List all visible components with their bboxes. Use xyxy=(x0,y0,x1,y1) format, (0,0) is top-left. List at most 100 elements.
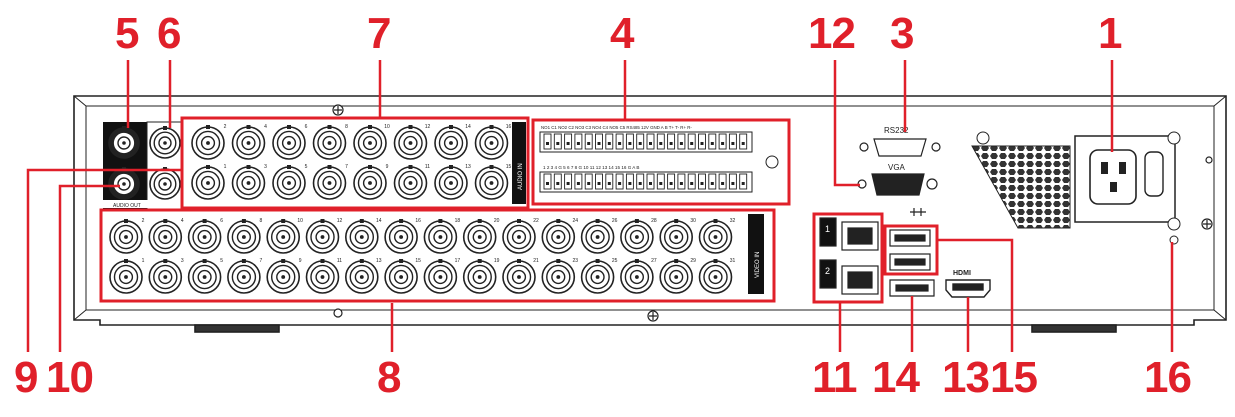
video-in-number: 8 xyxy=(260,218,263,224)
alarm-terminal-pin xyxy=(543,173,552,190)
alarm-terminal-pin xyxy=(739,133,748,150)
video-in-jack xyxy=(187,219,222,254)
panel-screws xyxy=(332,104,1213,322)
video-in-jack xyxy=(620,259,654,294)
alarm-terminal-pin xyxy=(656,173,665,190)
video-in-jack xyxy=(462,259,497,294)
audio-in-jack xyxy=(231,125,266,160)
alarm-terminal-pin xyxy=(595,133,603,150)
alarm-terminal-pin xyxy=(708,133,717,150)
audio-in-label: AUDIO IN xyxy=(518,163,524,190)
esata-port xyxy=(889,279,935,297)
video-in-jack xyxy=(148,259,183,294)
video-in-number: 2 xyxy=(142,218,145,224)
video-in-jack xyxy=(384,259,418,294)
video-in-number: 9 xyxy=(299,258,302,264)
usb-ports xyxy=(889,229,931,271)
power-supply xyxy=(971,131,1181,245)
alarm-terminal-pin xyxy=(739,173,748,190)
video-in-jack xyxy=(502,259,536,294)
audio-in-jack xyxy=(272,125,306,160)
alarm-terminal-pin xyxy=(605,133,614,150)
video-in-number: 21 xyxy=(533,258,539,264)
video-in-number: 18 xyxy=(455,218,461,224)
video-in-number: 5 xyxy=(220,258,223,264)
alarm-terminal-pin xyxy=(625,173,634,190)
usb-symbol xyxy=(910,208,926,216)
video-in-jack xyxy=(659,259,694,294)
video-in-number: 7 xyxy=(260,258,263,264)
callout-3: 3 xyxy=(890,9,915,58)
video-in-jack xyxy=(227,219,261,254)
video-in-number: 13 xyxy=(376,258,382,264)
video-in-jack xyxy=(698,259,733,294)
alarm-terminal-pin xyxy=(553,133,562,150)
video-in-number: 12 xyxy=(337,218,343,224)
audio-in-number: 14 xyxy=(465,124,471,130)
callout-6: 6 xyxy=(157,9,182,58)
hdmi-label: HDMI xyxy=(953,270,971,277)
video-in-jack xyxy=(266,259,301,294)
audio-in-number: 4 xyxy=(264,124,267,130)
alarm-terminal-pin xyxy=(636,133,645,150)
lan-ports xyxy=(819,217,879,295)
video-in-number: 30 xyxy=(690,218,696,224)
alarm-terminal-pin xyxy=(677,173,686,190)
video-in-jack xyxy=(580,259,615,294)
audio-in-number: 7 xyxy=(345,164,348,170)
video-in-jack xyxy=(423,259,458,294)
alarm-terminal-pin xyxy=(687,133,696,150)
video-in-jack xyxy=(187,259,222,294)
audio-in-jack xyxy=(191,125,225,160)
audio-in-number: 1 xyxy=(224,164,227,170)
audio-out-jack xyxy=(108,126,140,159)
callout-9: 9 xyxy=(14,353,39,402)
audio-in-jack xyxy=(434,125,468,160)
callout-16: 16 xyxy=(1144,353,1192,402)
audio-in-jack xyxy=(434,165,468,200)
audio-in-number: 16 xyxy=(506,124,512,130)
alarm-terminal-pin xyxy=(584,133,593,150)
alarm-terminal-pin xyxy=(646,133,655,150)
rs232-label: RS232 xyxy=(884,126,909,135)
alarm-terminal-pin xyxy=(564,173,573,190)
video-in-jacks: 2143658710912111413161518172019222124232… xyxy=(109,218,736,294)
alarm-terminal-pin xyxy=(605,173,614,190)
video-in-number: 23 xyxy=(573,258,579,264)
alarm-terminal-pin xyxy=(543,133,552,150)
video-in-jack xyxy=(580,219,615,254)
audio-out-jack xyxy=(149,126,181,159)
alarm-terminal-pin xyxy=(574,173,583,190)
lan2-label: 2 xyxy=(825,266,830,276)
alarm-bottom-labels: 1 2 3 4 G 5 6 7 8 G 10 11 12 13 14 15 16… xyxy=(543,165,639,170)
alarm-terminal-pin xyxy=(728,133,737,150)
audio-in-number: 3 xyxy=(264,164,267,170)
audio-in-jack xyxy=(474,165,509,200)
highlight-boxes xyxy=(99,116,939,304)
video-in-jack xyxy=(462,219,497,254)
audio-in-number: 13 xyxy=(465,164,471,170)
video-in-number: 3 xyxy=(181,258,184,264)
audio-in-block: AUDIO IN xyxy=(512,122,526,204)
audio-in-jack xyxy=(393,125,428,160)
video-in-jack xyxy=(305,219,340,254)
alarm-terminal-pin xyxy=(728,173,737,190)
alarm-terminal-pin xyxy=(718,173,727,190)
video-in-number: 31 xyxy=(730,258,736,264)
audio-in-jack xyxy=(272,165,306,200)
video-in-jack xyxy=(109,219,143,254)
alarm-terminals xyxy=(543,133,748,190)
alarm-terminal-pin xyxy=(677,133,686,150)
callout-11: 11 xyxy=(812,353,858,402)
video-in-block: VIDEO IN xyxy=(748,214,764,294)
audio-in-number: 15 xyxy=(506,164,512,170)
audio-in-number: 9 xyxy=(386,164,389,170)
vga-port xyxy=(857,173,938,196)
video-in-number: 27 xyxy=(651,258,657,264)
audio-in-jack xyxy=(353,125,387,160)
audio-in-jack xyxy=(393,165,428,200)
callout-8: 8 xyxy=(377,353,402,402)
audio-in-number: 8 xyxy=(345,124,348,130)
alarm-terminal-pin xyxy=(615,133,624,150)
alarm-terminal-pin xyxy=(698,133,706,150)
